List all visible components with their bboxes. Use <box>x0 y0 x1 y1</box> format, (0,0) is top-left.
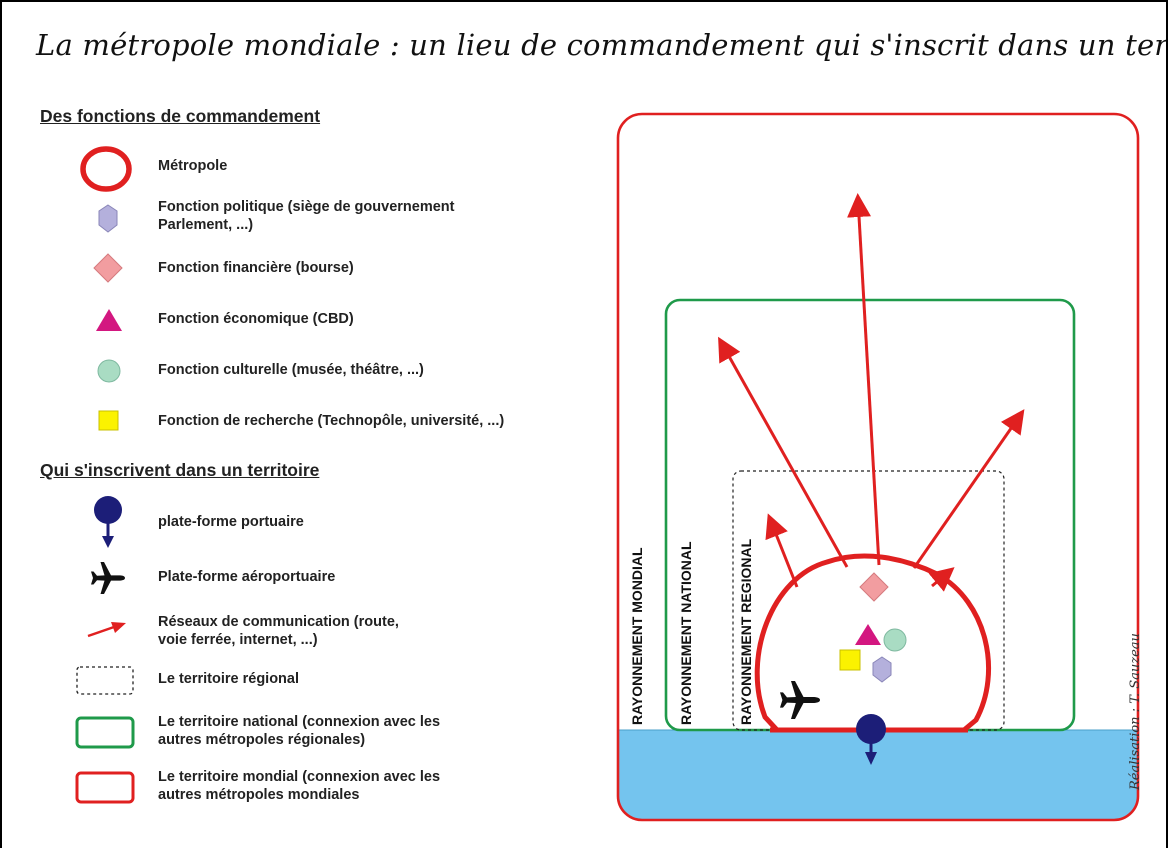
hexagon-icon <box>98 204 118 233</box>
triangle-icon <box>855 624 881 645</box>
arrow-icon <box>87 622 126 638</box>
national-territory-swatch <box>75 716 135 749</box>
arrow-regional-right <box>928 567 955 592</box>
metropole-ring-icon <box>80 146 132 192</box>
legend-label-economique: Fonction économique (CBD) <box>158 311 354 327</box>
port-pin-icon <box>856 714 886 765</box>
arrow-regional-left <box>765 513 799 588</box>
legend-label-reseaux-2: voie ferrée, internet, ...) <box>158 632 318 648</box>
communication-arrows <box>718 193 1025 592</box>
legend-label-mondial-2: autres métropoles mondiales <box>158 787 360 803</box>
airplane-icon <box>91 562 125 594</box>
section-title-territoire: Qui s'inscrivent dans un territoire <box>40 460 320 480</box>
legend-label-mondial-1: Le territoire mondial (connexion avec le… <box>158 769 441 785</box>
legend-label-reseaux-1: Réseaux de communication (route, <box>158 614 399 630</box>
world-territory-border <box>616 112 1140 822</box>
author-signature: Réalisation : T. Sauzeau <box>1128 633 1143 790</box>
regional-territory-border <box>732 470 1005 731</box>
triangle-icon <box>96 309 122 331</box>
label-rayonnement-mondial: RAYONNEMENT MONDIAL <box>629 547 645 725</box>
diagram-title: La métropole mondiale : un lieu de comma… <box>36 28 1168 62</box>
legend-label-financiere: Fonction financière (bourse) <box>158 260 354 276</box>
legend-label-politique-1: Fonction politique (siège de gouvernemen… <box>158 199 455 215</box>
label-rayonnement-national: RAYONNEMENT NATIONAL <box>678 541 694 725</box>
mondial-territory-swatch <box>75 771 135 804</box>
regional-territory-swatch <box>76 666 134 695</box>
hexagon-icon <box>872 656 892 683</box>
legend-label-recherche: Fonction de recherche (Technopôle, unive… <box>158 413 505 429</box>
diamond-icon <box>93 253 123 283</box>
label-rayonnement-regional: RAYONNEMENT REGIONAL <box>738 538 754 725</box>
arrow-national-right <box>912 409 1025 569</box>
square-icon <box>98 410 119 431</box>
arrow-world <box>847 193 881 566</box>
arrow-national-left <box>718 336 849 568</box>
legend-label-politique-2: Parlement, ...) <box>158 217 254 233</box>
port-pin-icon <box>94 496 122 548</box>
legend-label-national-2: autres métropoles régionales) <box>158 732 366 748</box>
airplane-icon <box>780 681 820 719</box>
sea-area <box>618 730 1138 820</box>
section-title-commandement: Des fonctions de commandement <box>40 106 321 126</box>
national-territory-border <box>664 298 1076 732</box>
legend-label-national-1: Le territoire national (connexion avec l… <box>158 714 441 730</box>
diamond-icon <box>859 572 889 602</box>
legend-label-culturelle: Fonction culturelle (musée, théâtre, ...… <box>158 362 424 378</box>
legend-label-aeroportuaire: Plate-forme aéroportuaire <box>158 569 336 585</box>
legend-label-metropole: Métropole <box>158 158 228 174</box>
circle-icon <box>883 628 907 652</box>
square-icon <box>839 649 861 671</box>
metropole-boundary <box>754 553 991 732</box>
legend-label-regional: Le territoire régional <box>158 671 300 687</box>
circle-icon <box>97 359 121 383</box>
legend-label-portuaire: plate-forme portuaire <box>158 514 304 530</box>
